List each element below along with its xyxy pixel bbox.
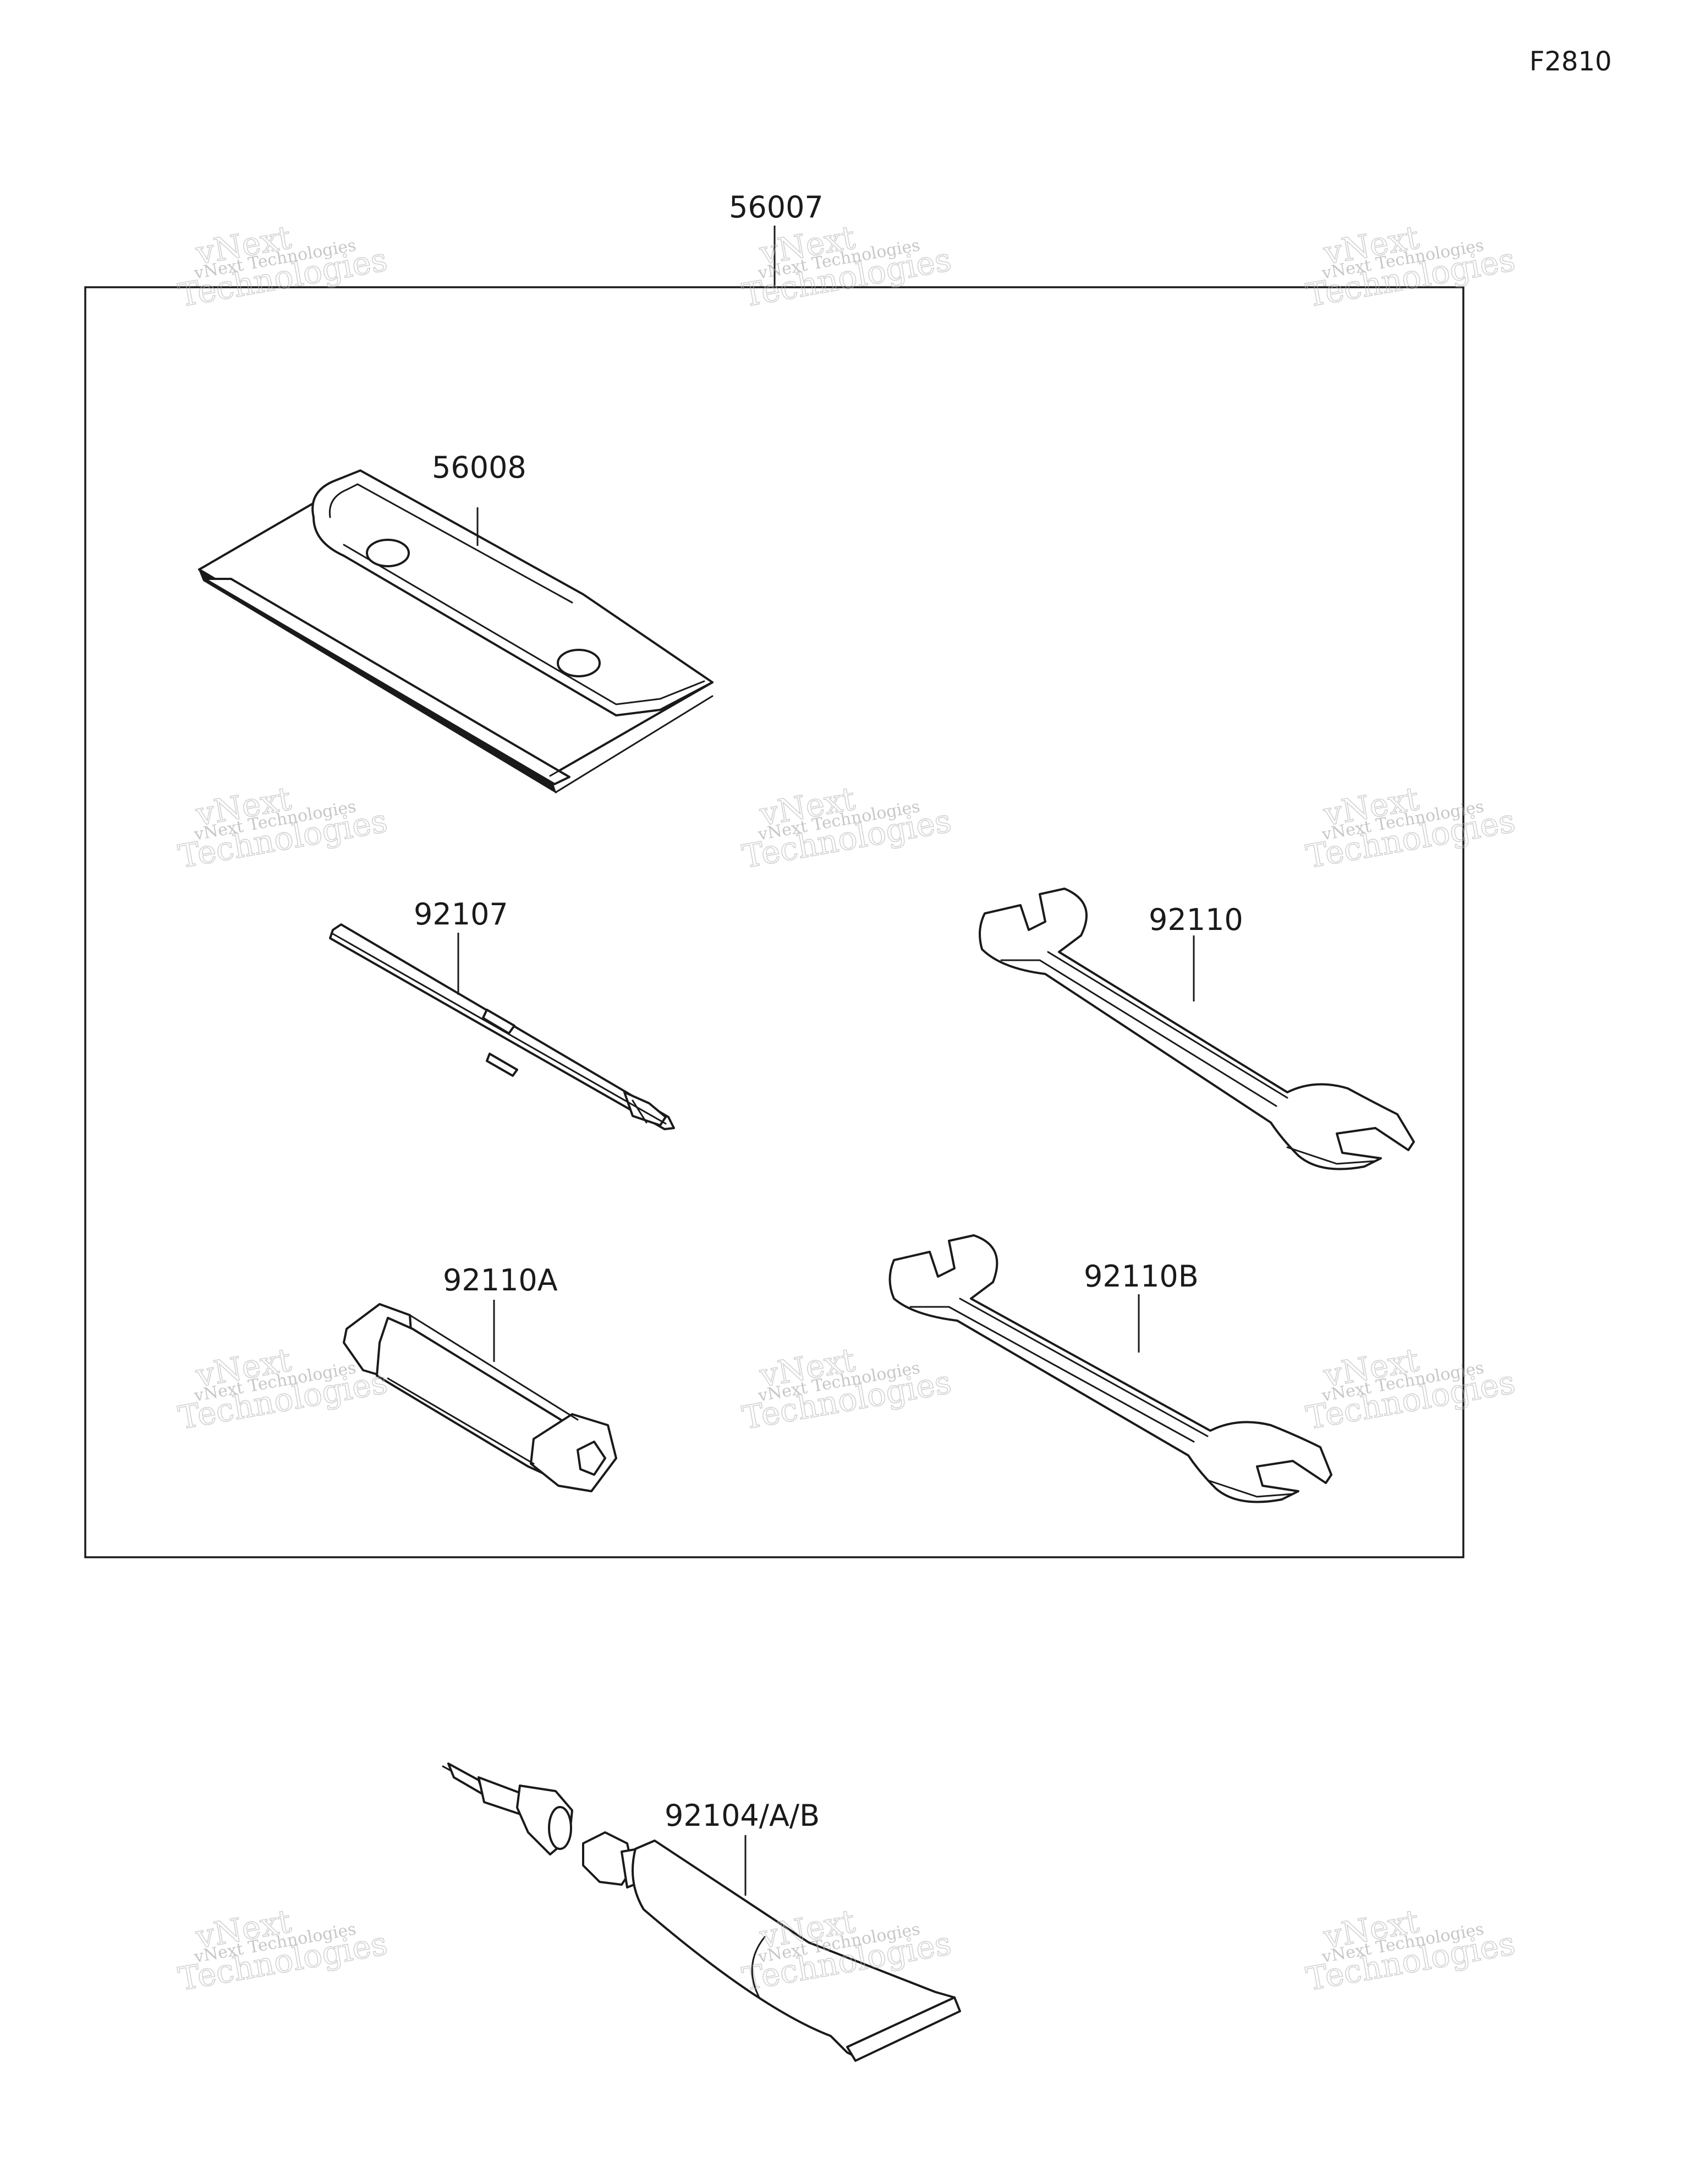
figure-code: F2810 <box>1529 46 1612 77</box>
plug-wrench-drawing[interactable] <box>343 1303 617 1492</box>
tool-bag-drawing[interactable] <box>197 469 714 794</box>
grease-tube-drawing[interactable] <box>442 1762 961 2062</box>
watermark-10: vNext vNext Technologies Technologies <box>175 1902 390 1999</box>
label-92110[interactable]: 92110 <box>1149 902 1243 937</box>
label-56007[interactable]: 56007 <box>729 190 824 225</box>
label-92107[interactable]: 92107 <box>414 897 508 932</box>
label-92110B[interactable]: 92110B <box>1084 1259 1199 1294</box>
watermark-4: vNext vNext Technologies Technologies <box>175 779 390 876</box>
watermark-9: vNext vNext Technologies Technologies <box>1303 1340 1518 1437</box>
label-92104-A-B[interactable]: 92104/A/B <box>665 1798 820 1833</box>
wrench-92110-drawing[interactable] <box>979 888 1415 1170</box>
watermark-12: vNext vNext Technologies Technologies <box>1303 1902 1518 1999</box>
watermark-1: vNext vNext Technologies Technologies <box>175 218 390 315</box>
watermark-3: vNext vNext Technologies Technologies <box>1303 218 1518 315</box>
wrench-92110B-drawing[interactable] <box>888 1234 1332 1503</box>
watermark-5: vNext vNext Technologies Technologies <box>739 779 954 876</box>
screwdriver-drawing[interactable] <box>329 923 675 1130</box>
watermark-8: vNext vNext Technologies Technologies <box>739 1340 954 1437</box>
label-56008[interactable]: 56008 <box>432 450 526 485</box>
watermark-6: vNext vNext Technologies Technologies <box>1303 779 1518 876</box>
label-92110A[interactable]: 92110A <box>443 1263 558 1298</box>
